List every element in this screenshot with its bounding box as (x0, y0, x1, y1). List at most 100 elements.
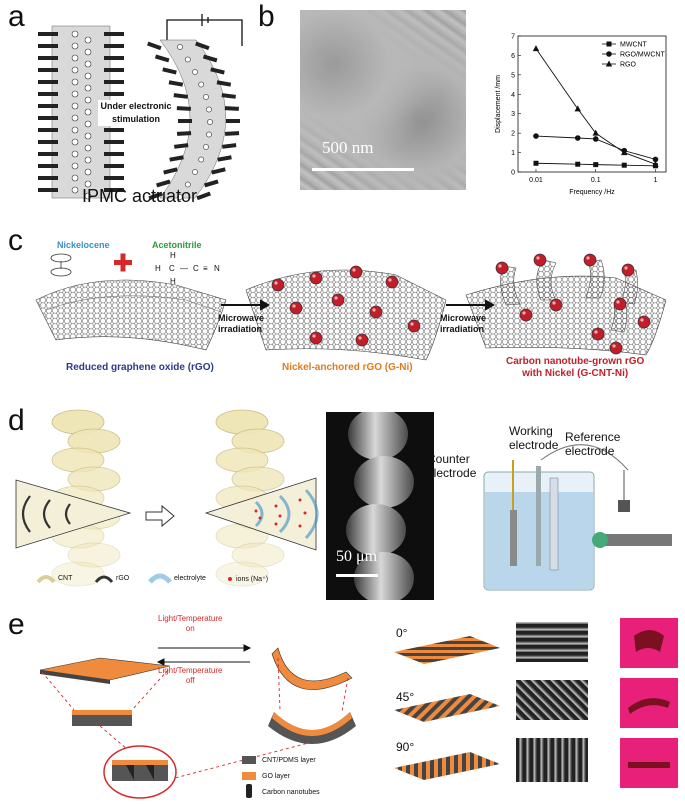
step1-label-line2: irradiation (218, 324, 263, 334)
legend-rgo-label: rGO (116, 575, 130, 582)
ipmc-diagram (38, 14, 243, 201)
bent-bilayer (271, 647, 353, 690)
data-point-triangle (621, 149, 628, 156)
sem-micrograph (326, 412, 434, 600)
y-tick-label: 2 (511, 131, 515, 138)
rgo-sheet-1 (35, 279, 227, 351)
go-legend-icon (242, 772, 256, 780)
angle-0-label: 0° (396, 626, 408, 640)
reference-electrode-line2: electrode (565, 444, 615, 458)
panel-letter-d: d (8, 404, 25, 437)
panel-letter-e: e (8, 608, 25, 641)
data-point-circle (574, 135, 581, 141)
electrochemical-cell-diagram (483, 444, 672, 591)
panel-letter-b: b (258, 0, 275, 33)
photo-0deg (620, 618, 678, 668)
atom-h-bottom: H (170, 277, 176, 286)
light-on-label: Light/Temperature on (158, 614, 222, 634)
working-electrode-line2: electrode (509, 438, 559, 452)
sem-scale-label: 50 μm (336, 548, 378, 565)
legend-label: MWCNT (620, 42, 648, 49)
x-tick-label: 0.1 (591, 177, 601, 184)
acetonitrile-label: Acetonitrile (152, 240, 202, 250)
power-source-icon (166, 14, 243, 46)
cross-section-left (15, 479, 132, 549)
electrode-cable (540, 444, 629, 471)
data-point-triangle (652, 160, 659, 167)
y-tick-label: 5 (511, 72, 515, 79)
nickel-particles (271, 253, 651, 355)
legend-go-label: GO layer (262, 773, 291, 780)
plus-icon (114, 253, 132, 272)
caption-g-cnt-ni-line2: with Nickel (G-CNT-Ni) (522, 368, 629, 379)
working-electrode-label: Working electrode (509, 424, 558, 452)
tem-scale-bar (312, 168, 414, 171)
working-electrode-line1: Working (509, 424, 553, 438)
data-point-circle (606, 51, 612, 57)
light-on-line1: Light/Temperature (158, 614, 223, 623)
light-off-line1: Light/Temperature (158, 666, 223, 675)
atom-n: N (214, 264, 220, 273)
light-on-line2: on (185, 624, 195, 633)
series-line-rgo (535, 48, 656, 165)
data-point-triangle (532, 45, 540, 52)
legend-cnt-label: CNT (58, 575, 73, 582)
synthesis-scheme (35, 253, 667, 361)
ion-legend-icon (228, 577, 232, 581)
step1-label-line1: Microwave (218, 313, 265, 323)
caption-rgo: Reduced graphene oxide (rGO) (66, 362, 214, 373)
data-point-circle (592, 136, 599, 142)
coiled-fiber-right (215, 409, 285, 587)
y-tick-label: 1 (511, 150, 515, 157)
y-tick-label: 7 (511, 34, 515, 41)
cnt-legend-icon (36, 575, 56, 584)
film-45deg (394, 694, 500, 722)
angle-90-label: 90° (396, 740, 415, 754)
panel-d-legend-icons (36, 573, 232, 584)
legend-label: RGO/MWCNT (620, 52, 665, 59)
reference-electrode-tube (549, 477, 559, 571)
arrow-step1-head-icon (260, 299, 271, 311)
data-point-square (575, 161, 581, 167)
data-point-square (533, 160, 539, 166)
flat-cross-section-go (72, 710, 132, 715)
panel-letter-a: a (8, 0, 25, 33)
bond-single: — (180, 264, 188, 273)
x-axis-label: Frequency /Hz (569, 189, 615, 196)
x-tick-label: 1 (654, 177, 658, 184)
atom-h-left: H (155, 264, 161, 273)
data-point-square (593, 162, 599, 168)
step2-label: Microwave irradiation (440, 313, 486, 335)
y-tick-label: 3 (511, 111, 515, 118)
data-point-square (621, 162, 627, 168)
reference-electrode-label: Reference electrode (565, 430, 620, 458)
striped-films (394, 636, 500, 780)
sem-scale-bar (336, 574, 378, 577)
y-tick-label: 6 (511, 53, 515, 60)
stimulation-label: Under electronic stimulation (98, 100, 174, 126)
process-arrow-icon (145, 504, 175, 528)
caption-g-cnt-ni: Carbon nanotube-grown rGO with Nickel (G… (506, 356, 644, 380)
chart-frame (517, 35, 667, 173)
light-off-label: Light/Temperature off (158, 666, 222, 686)
caption-g-ni: Nickel-anchored rGO (G-Ni) (282, 362, 413, 373)
micrograph-0deg (516, 622, 588, 662)
atom-c1: C (169, 264, 175, 273)
ipmc-bent-strip (147, 39, 240, 201)
helical-fiber-diagram (15, 409, 319, 587)
stimulation-label-line2: stimulation (111, 114, 160, 124)
carbon-nanotubes (500, 259, 638, 333)
counter-electrode-line2: electrode (427, 466, 477, 480)
counter-electrode-plate (510, 510, 517, 566)
legend-ions-label: ions (Na⁺) (236, 576, 269, 583)
sem-fiber-shape (346, 412, 414, 600)
data-point-circle (652, 156, 659, 163)
working-electrode-rod (536, 466, 541, 566)
atom-h-top: H (170, 251, 176, 260)
legend-label: RGO (620, 62, 637, 69)
bond-triple: ≡ (203, 264, 208, 273)
x-tick-label: 0.01 (529, 177, 543, 184)
reference-electrode-line1: Reference (565, 430, 621, 444)
ion-dots (254, 498, 307, 528)
legend-cnt-pdms-label: CNT/PDMS layer (262, 757, 316, 764)
